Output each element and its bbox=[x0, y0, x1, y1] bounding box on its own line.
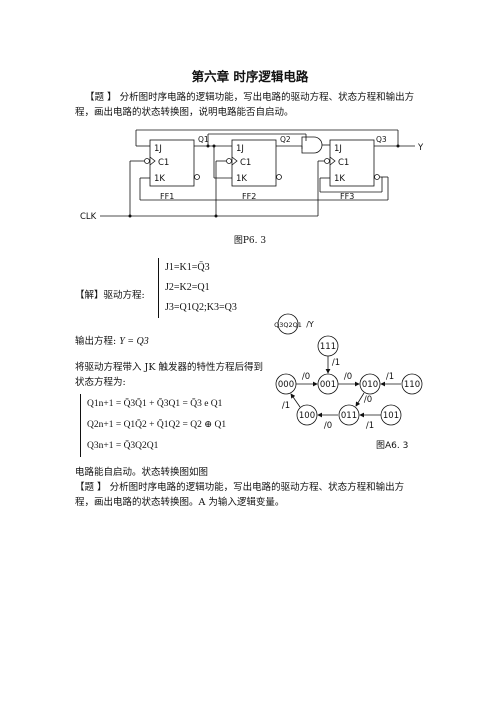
ff3-label: FF3 bbox=[340, 192, 354, 201]
ff3-pin-c1: C1 bbox=[338, 158, 349, 168]
problem1-line1: 分析图时序电路的逻辑功能，写出电路的驱动方程、状态方程和输出方 bbox=[119, 92, 415, 103]
ff3-pin-1j: 1J bbox=[334, 144, 342, 154]
ff3-pin-1k: 1K bbox=[334, 174, 345, 184]
problem2-lead: 【题 】 bbox=[75, 482, 107, 493]
state-eq2: Q2n+1 = Q1Q̄2 + Q̄1Q2 = Q2 ⊕ Q1 bbox=[87, 420, 227, 430]
state-101: 101 bbox=[383, 411, 399, 421]
state-111: 111 bbox=[320, 342, 336, 352]
conclusion: 电路能自启动。状态转换图如图 bbox=[75, 467, 209, 478]
edge-label-011-100: /0 bbox=[324, 421, 332, 431]
ff2-label: FF2 bbox=[242, 192, 256, 201]
ff1-box bbox=[149, 139, 195, 187]
state-011: 011 bbox=[341, 411, 357, 421]
state-eq3: Q3n+1 = Q̄3Q2Q1 bbox=[87, 441, 159, 451]
q1-label: Q1 bbox=[198, 135, 209, 144]
state-001: 001 bbox=[320, 380, 336, 390]
output-eq: Y = Q3 bbox=[119, 336, 149, 347]
edge-label-100-000: /1 bbox=[282, 401, 290, 411]
problem2-line1: 分析图时序电路的逻辑功能，写出电路的驱动方程、状态方程和输出方 bbox=[109, 482, 405, 493]
edge-label-101-011: /1 bbox=[366, 421, 374, 431]
q2-label: Q2 bbox=[280, 135, 291, 144]
output-equation-row: 输出方程: Y = Q3 bbox=[75, 334, 435, 349]
state-100: 100 bbox=[299, 411, 315, 421]
state-eq1: Q1n+1 = Q̄3Q̄1 + Q̄3Q1 = Q̄3 e Q1 bbox=[87, 399, 223, 409]
chapter-title: 第六章 时序逻辑电路 bbox=[191, 69, 309, 84]
output-label: 输出方程: bbox=[75, 336, 117, 347]
ff2-pin-c1: C1 bbox=[240, 158, 251, 168]
y-output-label: Y bbox=[417, 143, 424, 153]
state-110: 110 bbox=[404, 380, 420, 390]
drive-equations: J1=K1=Q̄3 J2=K2=Q1 J3=Q1Q2;K3=Q3 bbox=[158, 258, 237, 318]
substitute-line2: 状态方程为: bbox=[75, 377, 126, 388]
ff1-label: FF1 bbox=[160, 192, 174, 201]
circuit-caption: 图P6. 3 bbox=[233, 236, 267, 246]
drive-eq3: J3=Q1Q2;K3=Q3 bbox=[165, 302, 237, 313]
problem1-line2: 程，画出电路的状态转换图，说明电路能否自启动。 bbox=[75, 107, 294, 118]
problem1-lead: 【题 】 bbox=[85, 92, 117, 103]
problem2-line2: 程，画出电路的状态转换图。A 为输入逻辑变量。 bbox=[75, 497, 285, 508]
ff1-pin-c1: C1 bbox=[158, 158, 169, 168]
ff1-pin-1k: 1K bbox=[154, 174, 165, 184]
edge-label-111-001: /1 bbox=[332, 358, 340, 368]
solution-label: 【解】驱动方程: bbox=[75, 290, 145, 301]
edge-label-000-001: /0 bbox=[302, 372, 310, 382]
ff3-box bbox=[329, 139, 375, 187]
state-equations: Q1n+1 = Q̄3Q̄1 + Q̄3Q1 = Q̄3 e Q1 Q2n+1 … bbox=[80, 394, 226, 457]
substitute-text: 将驱动方程带入 JK 触发器的特性方程后得到 状态方程为: bbox=[75, 360, 275, 390]
edge-label-010-011: /0 bbox=[364, 395, 372, 405]
edge-label-001-010: /0 bbox=[344, 372, 352, 382]
state-diagram-caption: 图A6. 3 bbox=[376, 440, 408, 451]
state-010: 010 bbox=[362, 380, 378, 390]
problem1-text: 【题 】 分析图时序电路的逻辑功能，写出电路的驱动方程、状态方程和输出方 程，画… bbox=[75, 90, 435, 120]
drive-eq1: J1=K1=Q̄3 bbox=[165, 262, 210, 273]
diagram-header: Q3Q2Q1 bbox=[274, 321, 302, 329]
ff2-pin-1k: 1K bbox=[236, 174, 247, 184]
ff2-box bbox=[231, 139, 277, 187]
state-diagram: Q3Q2Q1 /Y 111 000 001 010 110 100 011 10… bbox=[274, 313, 423, 451]
q3-label: Q3 bbox=[376, 135, 387, 144]
substitute-line1: 将驱动方程带入 JK 触发器的特性方程后得到 bbox=[75, 362, 263, 373]
problem2-text: 【题 】 分析图时序电路的逻辑功能，写出电路的驱动方程、状态方程和输出方 程，画… bbox=[75, 480, 435, 510]
ff1-pin-1j: 1J bbox=[154, 144, 162, 154]
diagram-header-out: /Y bbox=[306, 320, 314, 329]
drive-eq2: J2=K2=Q1 bbox=[165, 282, 210, 293]
edge-label-110-010: /1 bbox=[386, 372, 394, 382]
state-000: 000 bbox=[278, 380, 294, 390]
clk-label: CLK bbox=[80, 212, 97, 222]
ff2-pin-1j: 1J bbox=[236, 144, 244, 154]
circuit-diagram: 1J C1 1K 1J C1 1K 1J C1 1K Q1 Q2 Q3 Y FF… bbox=[80, 129, 424, 222]
